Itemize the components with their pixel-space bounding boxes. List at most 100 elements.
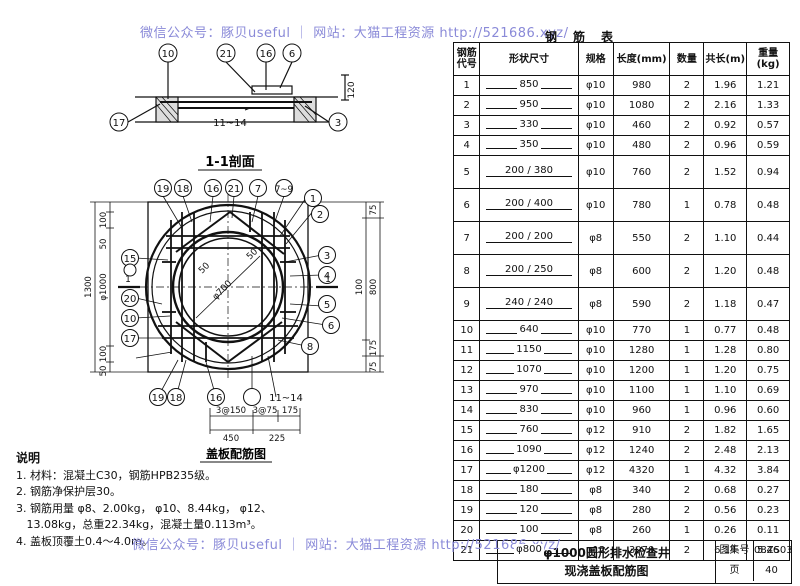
rebar-shape-dim: φ1200 xyxy=(510,464,548,475)
rebar-shape-sketch: φ800 xyxy=(481,542,577,560)
cell-spec: φ8 xyxy=(577,221,614,255)
cell-len: 550 xyxy=(612,221,671,255)
cell-spec: φ8 xyxy=(577,520,614,541)
rebar-shape-dim: 330 xyxy=(517,119,541,130)
watermark-bottom: 微信公众号：豚贝useful ｜ 网站：大猫工程资源 http://521686… xyxy=(132,538,561,553)
cell-no: 2 xyxy=(452,95,481,116)
cell-len: 460 xyxy=(612,115,671,136)
sec-callout-5: 17 xyxy=(113,118,126,129)
plan-dim-left-6: 50 xyxy=(99,366,109,377)
cell-wt: 1.21 xyxy=(746,75,790,96)
cell-total: 4.32 xyxy=(703,460,748,481)
cell-total: 0.77 xyxy=(703,320,748,341)
cell-spec: φ10 xyxy=(577,360,614,381)
rebar-shape-dim: 350 xyxy=(517,139,541,150)
sec-callout-2: 21 xyxy=(220,49,233,60)
rebar-shape-sketch: 200 / 200 xyxy=(481,223,577,254)
cell-wt: 0.60 xyxy=(746,400,790,421)
cell-spec: φ10 xyxy=(577,340,614,361)
cell-qty: 2 xyxy=(669,221,705,255)
cell-wt: 0.80 xyxy=(746,340,790,361)
cell-qty: 2 xyxy=(669,500,705,521)
page-value: 40 xyxy=(765,565,778,576)
cell-total: 0.56 xyxy=(703,500,748,521)
rebar-shape-sketch: 1090 xyxy=(481,442,577,460)
set-value: 08ZS03 xyxy=(754,541,793,561)
plan-callout-left-4: 17 xyxy=(124,334,137,345)
cell-wt: 0.57 xyxy=(746,115,790,136)
th-weight: 重量(kg) xyxy=(746,42,790,76)
plan-dim-bottom-5: 225 xyxy=(269,434,285,444)
plan-callout-bottom-1: 19 xyxy=(152,393,165,404)
page-label: 页 xyxy=(716,561,754,581)
cell-wt: 0.11 xyxy=(746,520,790,541)
cell-len: 910 xyxy=(612,420,671,441)
rebar-shape-dim: 200 / 400 xyxy=(503,198,555,209)
cell-spec: φ8 xyxy=(577,287,614,321)
cell-shape: 330 xyxy=(479,115,579,136)
rebar-line xyxy=(486,274,572,276)
cell-total: 0.96 xyxy=(703,135,748,156)
rebar-shape-dim: 830 xyxy=(517,404,541,415)
cell-qty: 1 xyxy=(669,340,705,361)
rebar-shape-dim: 240 / 240 xyxy=(503,297,555,308)
rebar-shape-dim: 180 xyxy=(517,484,541,495)
note-2: 2. 钢筋净保护层30。 xyxy=(16,485,121,498)
plan-title: 盖板配筋图 xyxy=(206,446,266,461)
rebar-shape-sketch: 240 / 240 xyxy=(481,289,577,320)
cell-no: 12 xyxy=(452,360,481,381)
cell-spec: φ8 xyxy=(577,500,614,521)
rebar-shape-sketch: 1070 xyxy=(481,362,577,380)
cell-no: 10 xyxy=(452,320,481,341)
cell-qty: 2 xyxy=(669,287,705,321)
rebar-shape-dim: 200 / 200 xyxy=(503,231,555,242)
cell-no: 15 xyxy=(452,420,481,441)
note-5: 4. 盖板顶覆土0.4～4.0m。 xyxy=(16,534,153,548)
cell-total: 1.28 xyxy=(703,340,748,361)
plan-callout-right-4: 4 xyxy=(324,271,330,282)
cell-shape: 640 xyxy=(479,320,579,341)
table-header-row: 钢筋代号 形状尺寸 规格 长度(mm) 数量 共长(m) 重量(kg) xyxy=(452,42,790,76)
rebar-shape-sketch: 850 xyxy=(481,77,577,95)
cell-len: 600 xyxy=(612,254,671,288)
cell-total: 1.52 xyxy=(703,155,748,189)
cell-spec: φ10 xyxy=(577,380,614,401)
rebar-shape-sketch: 120 xyxy=(481,502,577,520)
section-title: 1-1剖面 xyxy=(205,154,255,170)
plan-dim-bottom-3: 175 xyxy=(282,406,298,416)
notes-title: 说明 xyxy=(16,451,41,465)
sec-callout-6: 11~14 xyxy=(213,118,247,129)
cell-qty: 2 xyxy=(669,480,705,501)
cell-qty: 2 xyxy=(669,155,705,189)
rebar-shape-sketch: 180 xyxy=(481,482,577,500)
cell-shape: 100 xyxy=(479,520,579,541)
cell-wt: 0.69 xyxy=(746,380,790,401)
cell-len: 1100 xyxy=(612,380,671,401)
cell-wt: 0.48 xyxy=(746,254,790,288)
cell-no: 9 xyxy=(452,287,481,321)
plan-dim-right-1: 75 xyxy=(369,205,379,216)
cell-no: 18 xyxy=(452,480,481,501)
cell-no: 5 xyxy=(452,155,481,189)
cell-shape: 120 xyxy=(479,500,579,521)
cell-len: 4320 xyxy=(612,460,671,481)
cell-no: 7 xyxy=(452,221,481,255)
th-length: 长度(mm) xyxy=(612,42,671,76)
cell-len: 1280 xyxy=(612,340,671,361)
plan-callout-left-2: 20 xyxy=(124,294,137,305)
cell-len: 960 xyxy=(612,400,671,421)
sec-callout-3: 16 xyxy=(260,49,273,60)
cell-shape: 240 / 240 xyxy=(479,287,579,321)
th-total: 共长(m) xyxy=(703,42,748,76)
cell-no: 4 xyxy=(452,135,481,156)
cell-no: 3 xyxy=(452,115,481,136)
cell-qty: 1 xyxy=(669,380,705,401)
